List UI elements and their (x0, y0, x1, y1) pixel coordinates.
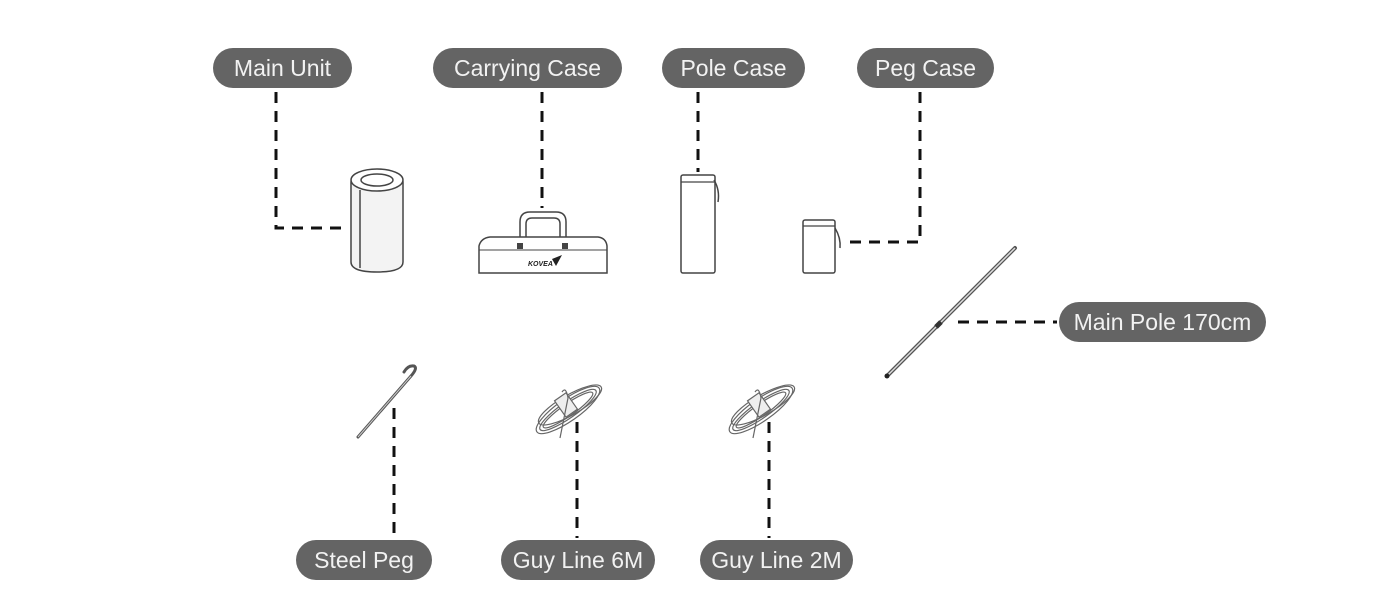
carrying-case-illustration: KOVEA (478, 211, 608, 274)
label-main-unit: Main Unit (213, 48, 352, 88)
main-unit-illustration (350, 168, 404, 273)
peg-case-illustration (802, 219, 841, 274)
pole-case-illustration (680, 174, 720, 274)
leader-peg-case (845, 92, 922, 244)
guy-line-6m-illustration (535, 384, 603, 439)
label-peg-case: Peg Case (857, 48, 994, 88)
leader-main-unit (274, 92, 348, 230)
label-main-pole: Main Pole 170cm (1059, 302, 1266, 342)
label-steel-peg: Steel Peg (296, 540, 432, 580)
label-guy-line-6m: Guy Line 6M (501, 540, 655, 580)
steel-peg-illustration (356, 364, 417, 439)
label-pole-case: Pole Case (662, 48, 805, 88)
main-pole-illustration (884, 246, 1017, 379)
kovea-logo: KOVEA (528, 261, 553, 268)
guy-line-2m-illustration (728, 384, 796, 439)
label-guy-line-2m: Guy Line 2M (700, 540, 853, 580)
label-carrying-case: Carrying Case (433, 48, 622, 88)
